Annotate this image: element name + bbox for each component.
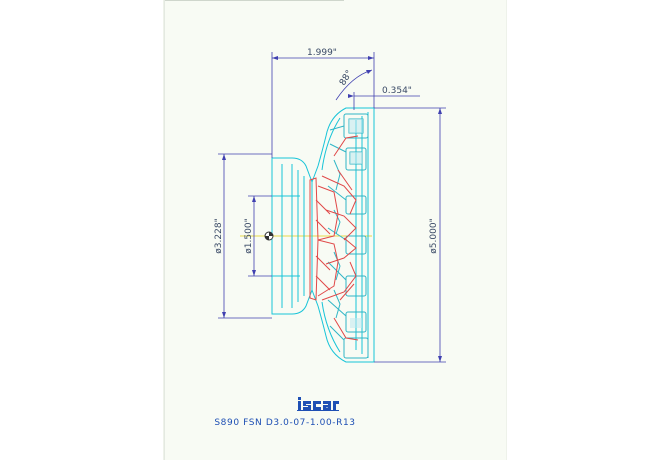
bore-centre-mark [264,231,274,241]
brand-logo [297,397,339,411]
section-view [309,135,359,341]
cutting-diameter-dimension: ø5.000" [429,218,439,253]
insert-depth-dimension: 0.354" [382,86,412,96]
insert-angle-dimension: 88° [338,69,355,88]
dimension-arrows [222,56,442,362]
dimension-lines [218,52,446,363]
part-number-label: S890 FSN D3.0-07-1.00-R13 [214,418,356,428]
insert-fill [349,119,363,328]
overall-length-dimension: 1.999" [307,48,337,58]
body-diameter-dimension: ø3.228" [214,218,224,253]
bore-diameter-dimension: ø1.500" [244,218,254,253]
sheet-border-left [164,0,165,460]
sheet-border-top [164,0,344,1]
